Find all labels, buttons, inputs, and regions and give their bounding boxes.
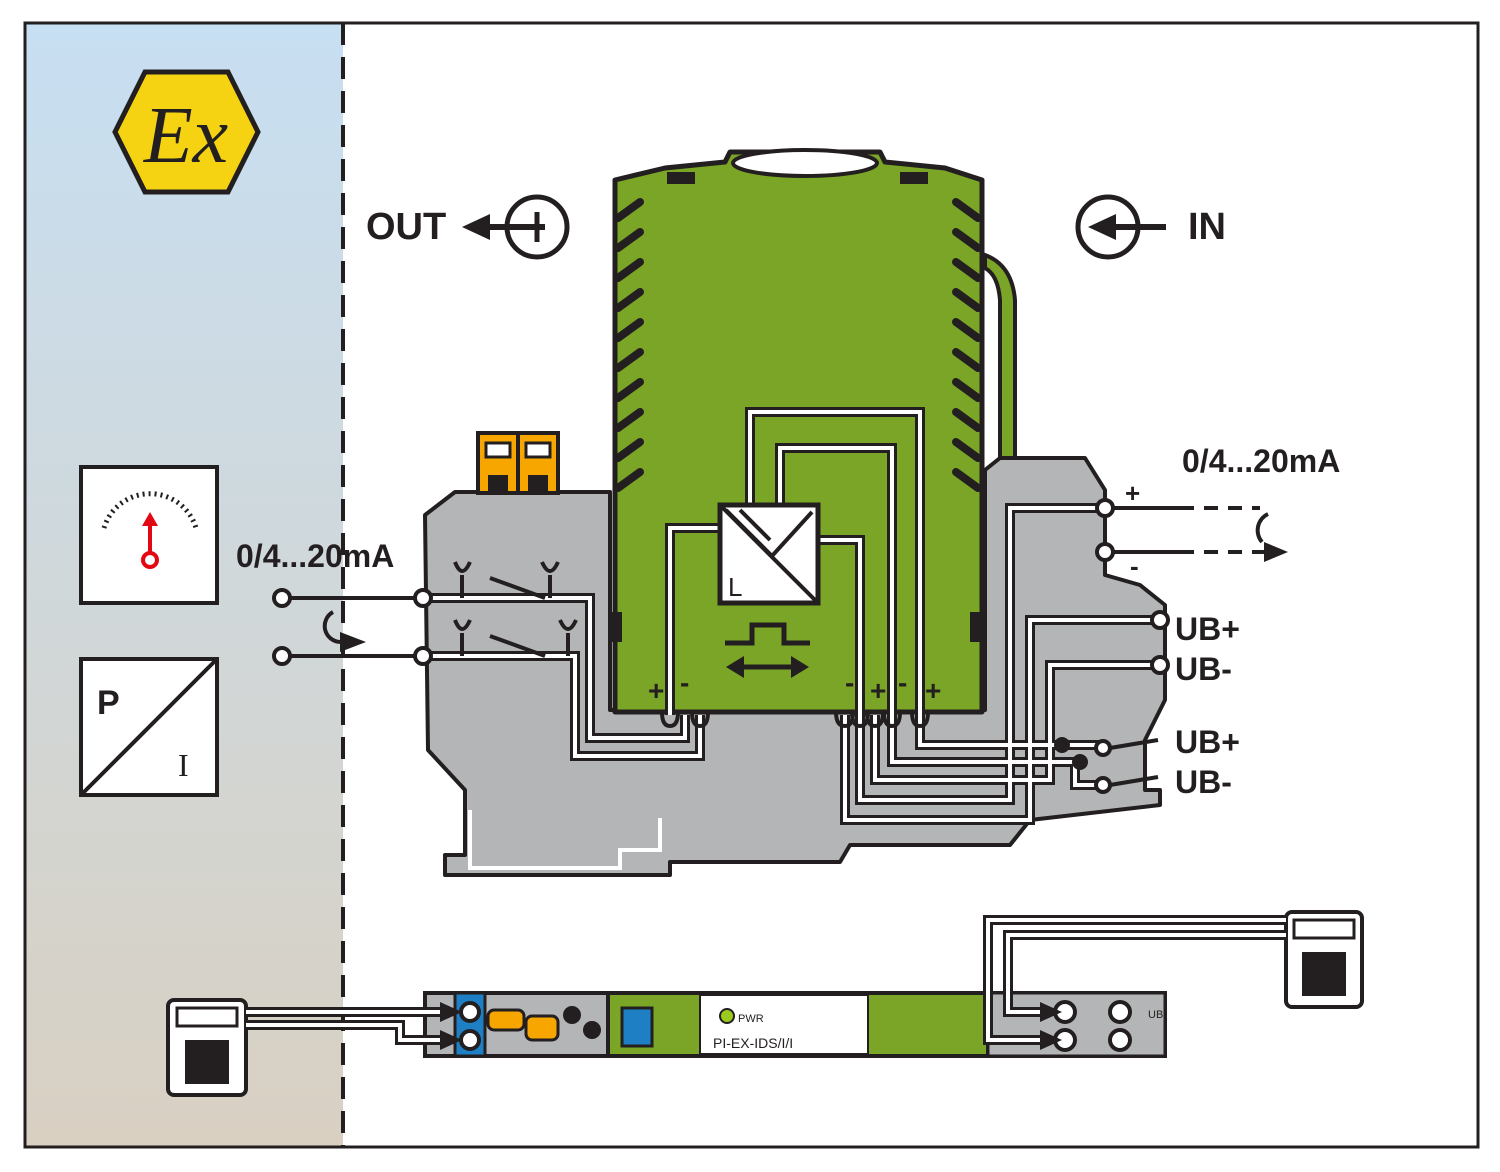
strip-model-label: PI-EX-IDS/I/I bbox=[713, 1035, 793, 1051]
programmer-cables bbox=[246, 915, 1286, 1050]
strip-ub-label: UB bbox=[1148, 1009, 1163, 1021]
handheld-programmer-right bbox=[1284, 910, 1364, 1009]
left-signal-label: 0/4...20mA bbox=[236, 538, 394, 574]
module-terminal-right-plus-1: + bbox=[870, 675, 886, 706]
module-terminal-left-plus: + bbox=[648, 675, 664, 706]
in-arrow-icon bbox=[1075, 194, 1166, 260]
out-label: OUT bbox=[366, 206, 446, 248]
din-rail-housing bbox=[423, 456, 1167, 877]
pressure-transducer-icon: P I bbox=[79, 657, 219, 797]
gauge-icon bbox=[79, 465, 219, 605]
ex-badge-text: Ex bbox=[143, 92, 228, 180]
ub-plus-label-2: UB+ bbox=[1175, 724, 1240, 760]
ub-plus-label-1: UB+ bbox=[1175, 611, 1240, 647]
ub-minus-label-1: UB- bbox=[1175, 651, 1232, 687]
internal-wiring bbox=[423, 407, 1160, 825]
strip-pwr-label: PWR bbox=[738, 1013, 764, 1025]
module-terminal-left-minus: - bbox=[680, 667, 689, 698]
diagram-frame bbox=[23, 21, 1480, 1149]
test-switches bbox=[453, 561, 578, 658]
converter-block: L bbox=[717, 502, 821, 606]
transducer-i-label: I bbox=[178, 747, 189, 783]
module-terminal-right-minus-2: - bbox=[898, 667, 907, 698]
transducer-p-label: P bbox=[97, 684, 120, 722]
ex-hazard-badge: Ex bbox=[112, 69, 261, 195]
converter-l-label: L bbox=[728, 572, 742, 602]
handheld-programmer-left bbox=[166, 998, 248, 1097]
right-plus-label: + bbox=[1125, 478, 1140, 508]
input-terminals bbox=[272, 588, 433, 666]
module-terminal-right-plus-2: + bbox=[925, 675, 941, 706]
in-label: IN bbox=[1188, 206, 1226, 248]
module-terminal-hooks bbox=[660, 711, 930, 729]
right-signal-label: 0/4...20mA bbox=[1182, 443, 1340, 479]
out-arrow-icon bbox=[462, 194, 570, 260]
module-terminal-right-minus-1: - bbox=[845, 667, 854, 698]
front-view-strip: PWR PI-EX-IDS/I/I UB bbox=[423, 991, 1167, 1058]
pluggable-connector bbox=[476, 431, 560, 495]
ub-minus-label-2: UB- bbox=[1175, 764, 1232, 800]
right-minus-label: - bbox=[1130, 551, 1139, 581]
output-terminals bbox=[1054, 498, 1288, 794]
